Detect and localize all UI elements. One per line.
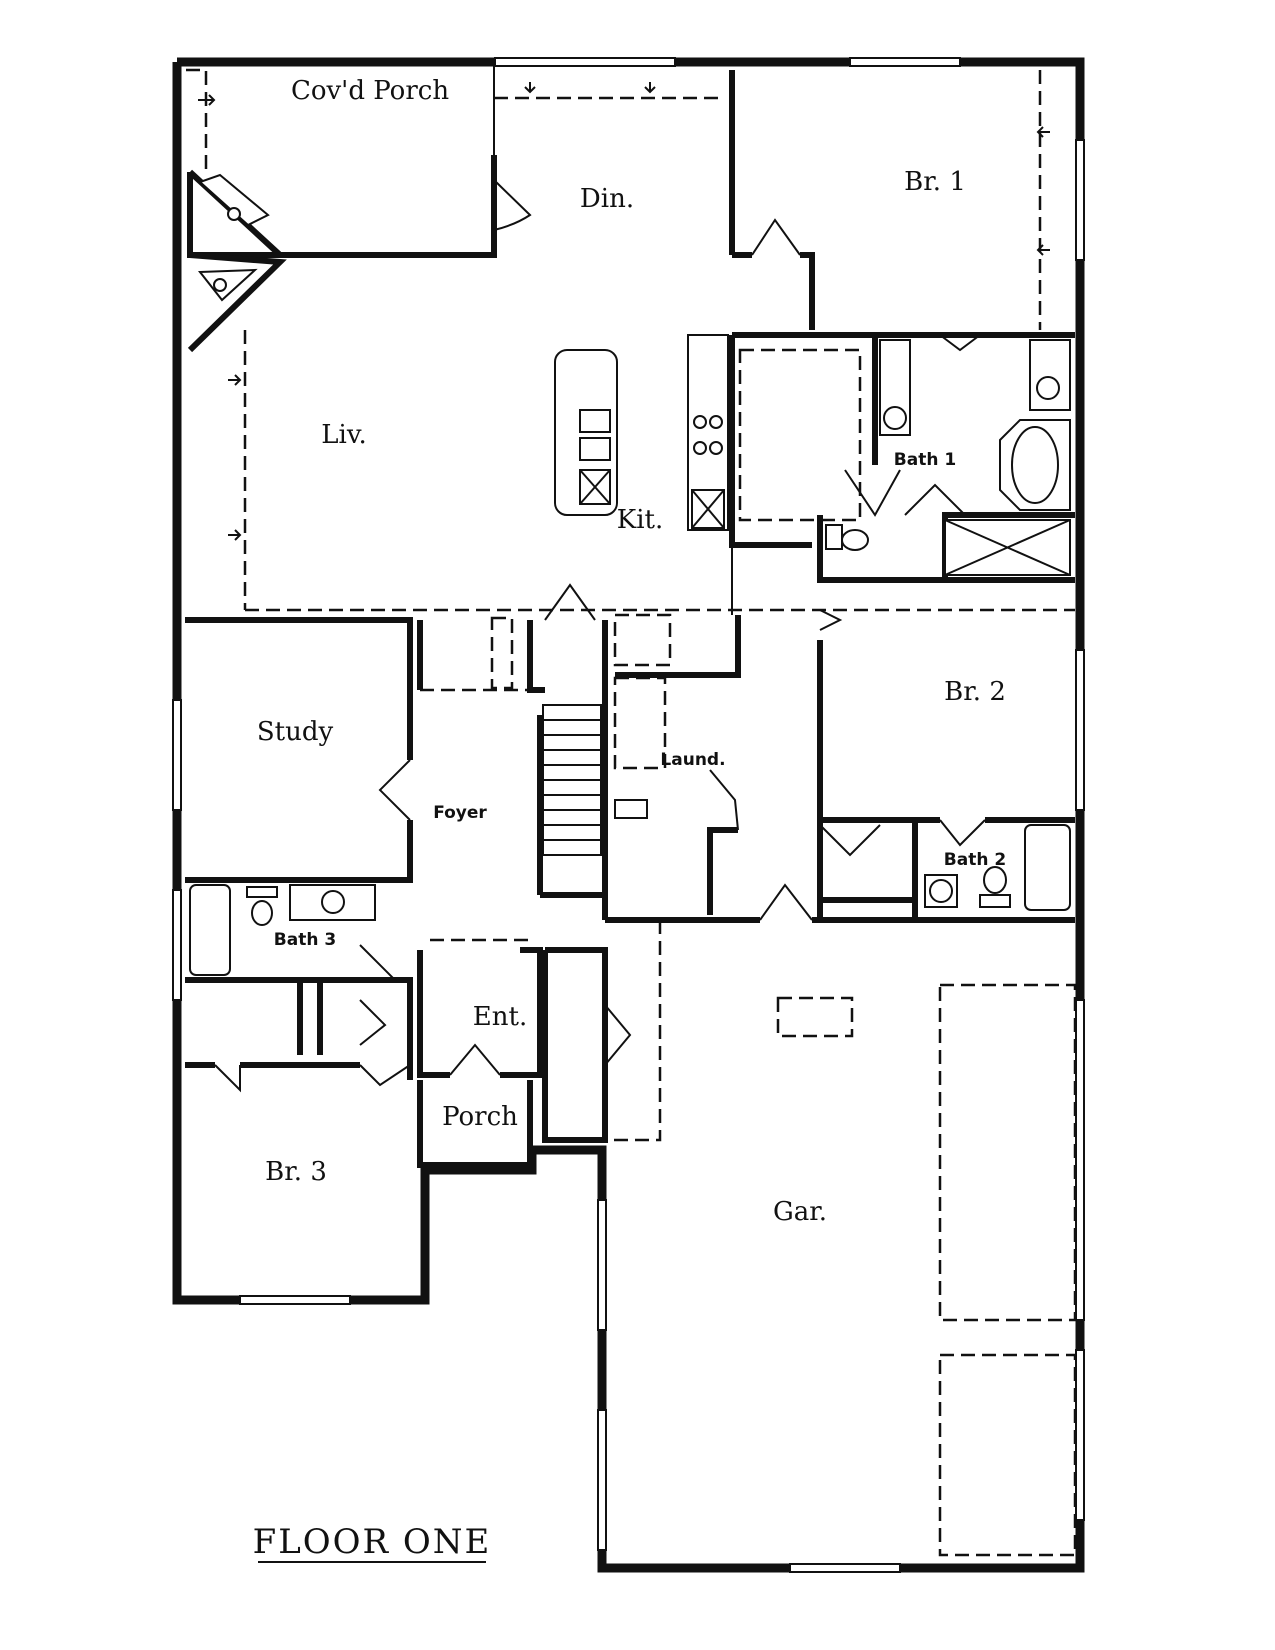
doors: [214, 179, 986, 1093]
room-label-living: Liv.: [321, 420, 366, 450]
room-label-garage: Gar.: [773, 1197, 827, 1227]
room-label-porch: Porch: [442, 1102, 518, 1132]
room-label-bedroom1: Br. 1: [904, 167, 966, 197]
room-label-entry: Ent.: [473, 1002, 527, 1032]
stairs: [542, 704, 602, 856]
room-label-kitchen: Kit.: [617, 505, 663, 535]
dashed-lines: [186, 68, 1077, 1557]
room-label-bedroom3: Br. 3: [265, 1157, 327, 1187]
windows: [172, 57, 1085, 1573]
room-label-bedroom2: Br. 2: [944, 677, 1006, 707]
room-label-bath2: Bath 2: [944, 850, 1006, 870]
room-label-dining: Din.: [580, 184, 634, 214]
room-label-covd-porch: Cov'd Porch: [291, 76, 449, 106]
fixtures: [189, 173, 1071, 976]
room-label-study: Study: [257, 717, 334, 747]
arrow-icons: [198, 82, 1050, 541]
room-label-bath1: Bath 1: [894, 450, 956, 470]
interior-walls: [185, 62, 1075, 1168]
room-label-foyer: Foyer: [433, 803, 487, 823]
plan-title: FLOOR ONE: [253, 1522, 492, 1562]
room-label-bath3: Bath 3: [274, 930, 336, 950]
room-label-laundry: Laund.: [660, 750, 725, 770]
